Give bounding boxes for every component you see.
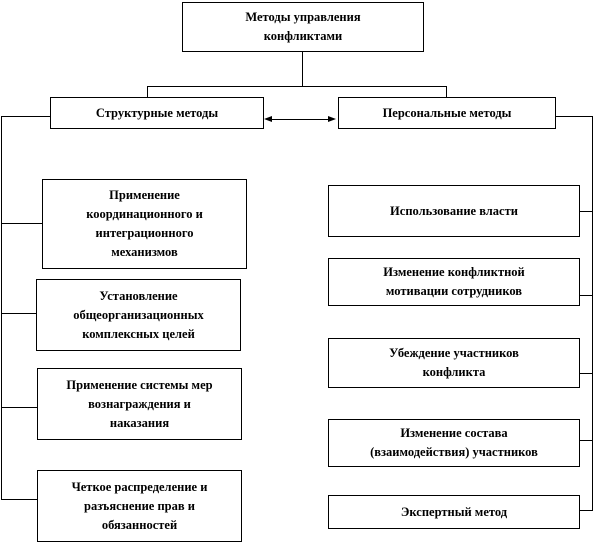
structural-method-2-line-2: общеорганизационных <box>73 307 204 322</box>
personal-method-2: Изменение конфликтной мотивации сотрудни… <box>328 258 580 306</box>
personal-tick-1 <box>580 211 593 212</box>
root-node-line-1: Методы управления <box>245 10 361 24</box>
relation-arrow <box>272 119 328 120</box>
personal-method-4-line-2: (взаимодействия) участников <box>370 445 538 459</box>
structural-method-2-line-3: комплексных целей <box>82 326 195 341</box>
structural-method-2: Установление общеорганизационных комплек… <box>36 279 241 351</box>
personal-methods-node: Персональные методы <box>338 97 556 129</box>
structural-tick-2 <box>1 313 37 314</box>
personal-method-3-line-2: конфликта <box>422 365 486 379</box>
personal-methods-label: Персональные методы <box>382 105 512 120</box>
structural-method-1-line-3: интеграционного <box>95 226 194 240</box>
structural-method-1-line-1: Применение <box>109 188 180 202</box>
structural-method-4: Четкое распределение и разъяснение прав … <box>37 470 242 542</box>
structural-spine <box>1 116 2 500</box>
structural-method-4-line-1: Четкое распределение и <box>71 479 208 494</box>
structural-tick-4 <box>1 499 38 500</box>
structural-method-1: Применение координационного и интеграцио… <box>42 179 247 269</box>
personal-method-3-line-1: Убеждение участников <box>389 346 519 360</box>
personal-method-2-line-1: Изменение конфликтной <box>383 265 525 279</box>
personal-method-1-line-1: Использование власти <box>390 203 518 218</box>
personal-method-4-line-1: Изменение состава <box>400 426 508 440</box>
structural-method-1-line-2: координационного и <box>86 207 203 221</box>
personal-method-3: Убеждение участников конфликта <box>328 338 580 388</box>
structural-methods-label: Структурные методы <box>95 105 219 120</box>
structural-tick-3 <box>1 407 38 408</box>
personal-branch-line <box>446 86 447 98</box>
structural-method-1-line-4: механизмов <box>111 245 178 259</box>
structural-method-4-line-3: обязанностей <box>101 517 178 532</box>
relation-arrow-right-head <box>328 116 336 122</box>
personal-tick-3 <box>580 373 593 374</box>
structural-spine-top <box>1 116 50 117</box>
personal-tick-4 <box>580 440 593 441</box>
personal-method-5: Экспертный метод <box>328 495 580 529</box>
root-node: Методы управления конфликтами <box>182 2 424 52</box>
structural-method-3-line-1: Применение системы мер <box>66 377 213 392</box>
relation-arrow-left-head <box>264 116 272 122</box>
root-node-line-2: конфликтами <box>263 29 343 43</box>
personal-spine-top <box>556 116 593 117</box>
personal-method-1: Использование власти <box>328 185 580 237</box>
structural-branch-line <box>147 86 148 98</box>
branch-connector <box>147 86 447 87</box>
structural-method-3-line-3: наказания <box>109 415 170 430</box>
structural-method-4-line-2: разъяснение прав и <box>84 498 195 513</box>
structural-method-3-line-2: вознаграждения и <box>88 396 191 411</box>
structural-methods-node: Структурные методы <box>50 97 264 129</box>
root-connector <box>302 52 303 86</box>
structural-method-2-line-1: Установление <box>99 288 178 303</box>
structural-tick-1 <box>1 223 43 224</box>
personal-method-2-line-2: мотивации сотрудников <box>385 284 523 298</box>
personal-tick-5 <box>580 510 593 511</box>
personal-method-4: Изменение состава (взаимодействия) участ… <box>328 419 580 467</box>
personal-tick-2 <box>580 295 593 296</box>
personal-method-5-line-1: Экспертный метод <box>400 504 508 519</box>
structural-method-3: Применение системы мер вознаграждения и … <box>37 368 242 440</box>
